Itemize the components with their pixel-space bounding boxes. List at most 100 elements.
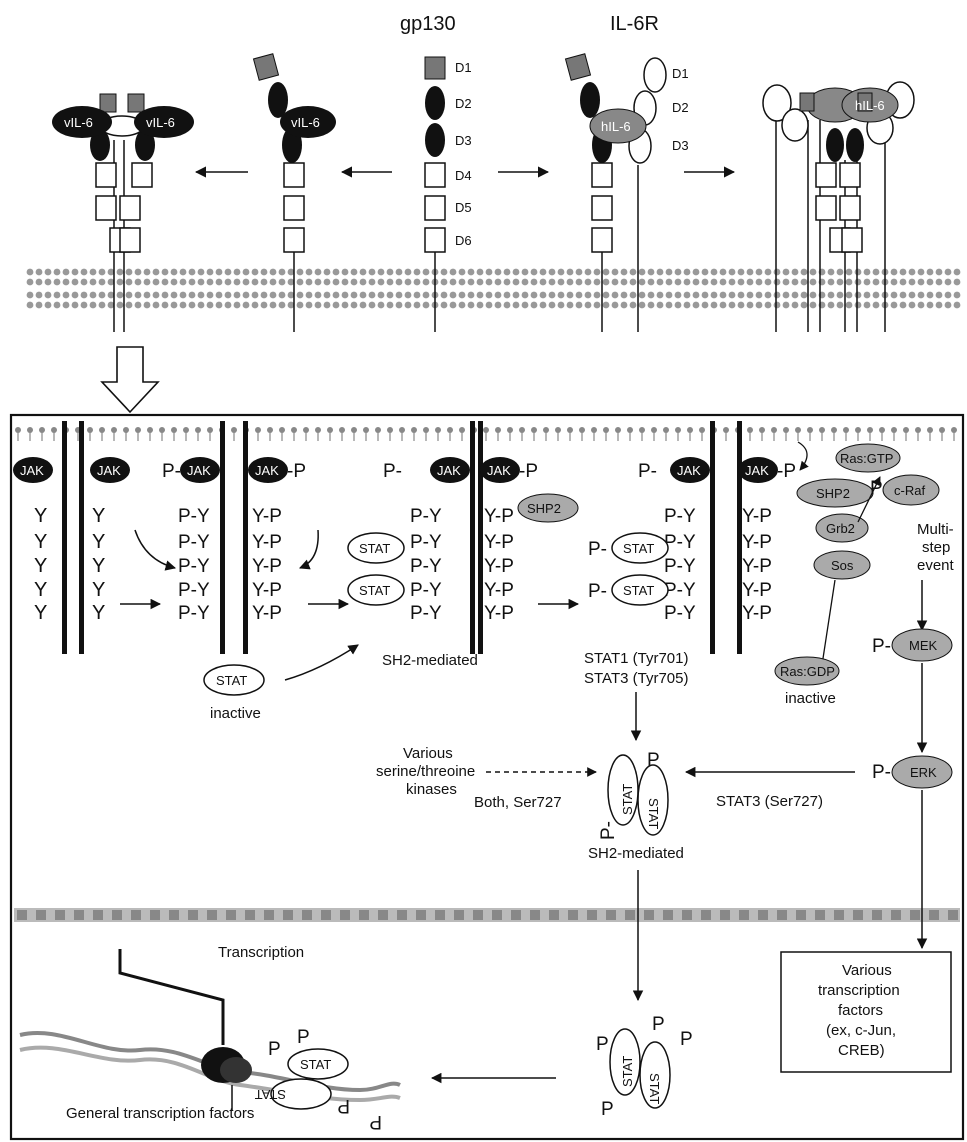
svg-text:Y-P: Y-P [484,556,514,577]
stat3-tyr-label: STAT3 (Tyr705) [584,670,688,687]
transcription-label: Transcription [218,944,304,961]
svg-text:Y: Y [34,505,47,527]
svg-text:P-Y: P-Y [410,580,442,601]
svg-text:P: P [652,1014,665,1035]
svg-text:P: P [601,1099,614,1120]
svg-text:P-Y: P-Y [664,532,696,553]
svg-text:P-: P- [598,821,619,840]
svg-text:STAT: STAT [359,541,390,556]
svg-text:D2: D2 [455,96,472,111]
svg-text:vIL-6: vIL-6 [64,115,93,130]
svg-text:JAK: JAK [437,463,461,478]
kinases-line1: Various [403,745,453,762]
svg-text:Ras:GDP: Ras:GDP [780,664,835,679]
svg-text:Y-P: Y-P [252,532,282,553]
svg-text:P-: P- [872,762,891,783]
svg-text:Y: Y [92,579,105,601]
svg-text:Y: Y [92,531,105,553]
svg-text:STAT: STAT [620,1056,635,1087]
svg-text:hIL-6: hIL-6 [855,98,885,113]
svg-text:Multi-: Multi- [917,521,954,538]
gp130-receptor: D1 D2 D3 D4 D5 D6 [425,57,472,332]
stat3-ser-label: STAT3 (Ser727) [716,793,823,810]
inactive-label: inactive [210,705,261,722]
svg-text:MEK: MEK [909,638,938,653]
svg-text:Y: Y [34,531,47,553]
svg-text:Various: Various [842,962,892,979]
kinases-line2: serine/threoine [376,763,475,780]
svg-text:Grb2: Grb2 [826,521,855,536]
nuclear-membrane [14,908,960,922]
svg-text:CREB): CREB) [838,1042,885,1059]
gp130-label: gp130 [400,13,456,35]
svg-text:inactive: inactive [785,690,836,707]
svg-text:transcription: transcription [818,982,900,999]
svg-text:Y-P: Y-P [252,506,282,527]
svg-text:Y-P: Y-P [742,580,772,601]
svg-text:P-Y: P-Y [178,603,210,624]
svg-text:P: P [297,1027,310,1048]
svg-text:JAK: JAK [677,463,701,478]
svg-text:event: event [917,557,955,574]
svg-text:P: P [337,1095,350,1116]
svg-text:P: P [647,750,660,771]
svg-text:Y-P: Y-P [484,580,514,601]
svg-text:P-Y: P-Y [178,506,210,527]
svg-text:step: step [922,539,950,556]
svg-text:Y: Y [34,602,47,624]
svg-text:P-Y: P-Y [664,506,696,527]
svg-text:P: P [680,1029,693,1050]
svg-text:P-Y: P-Y [178,580,210,601]
svg-text:Y-P: Y-P [484,603,514,624]
svg-text:P-Y: P-Y [410,556,442,577]
svg-text:-P: -P [777,461,796,482]
svg-text:Sos: Sos [831,558,854,573]
stat1-tyr-label: STAT1 (Tyr701) [584,650,688,667]
svg-text:Y: Y [34,555,47,577]
svg-text:STAT: STAT [623,541,654,556]
svg-text:P-Y: P-Y [664,603,696,624]
svg-text:Y-P: Y-P [484,506,514,527]
svg-text:P-: P- [872,636,891,657]
svg-text:JAK: JAK [187,463,211,478]
big-down-arrow [102,347,158,412]
svg-text:P: P [870,478,883,499]
svg-text:JAK: JAK [255,463,279,478]
svg-text:Y-P: Y-P [742,532,772,553]
svg-text:Y: Y [92,602,105,624]
svg-text:D6: D6 [455,233,472,248]
svg-text:-P: -P [287,461,306,482]
svg-text:P-Y: P-Y [410,506,442,527]
svg-text:P-Y: P-Y [178,532,210,553]
svg-text:P-Y: P-Y [410,603,442,624]
svg-text:SHP2: SHP2 [527,501,561,516]
svg-text:STAT: STAT [216,673,247,688]
svg-text:P-Y: P-Y [664,580,696,601]
svg-text:c-Raf: c-Raf [894,483,925,498]
svg-text:P-: P- [383,461,402,482]
svg-text:P: P [268,1039,281,1060]
svg-text:vIL-6: vIL-6 [291,115,320,130]
svg-text:Y-P: Y-P [252,556,282,577]
svg-text:factors: factors [838,1002,883,1019]
svg-text:JAK: JAK [745,463,769,478]
svg-text:Y-P: Y-P [742,603,772,624]
both-ser-label: Both, Ser727 [474,794,562,811]
svg-text:(ex, c-Jun,: (ex, c-Jun, [826,1022,896,1039]
svg-text:Y: Y [34,579,47,601]
svg-text:P-: P- [588,539,607,560]
svg-text:D1: D1 [672,66,689,81]
svg-text:Y-P: Y-P [252,603,282,624]
sh2-mediated-label-2: SH2-mediated [588,845,684,862]
svg-text:JAK: JAK [487,463,511,478]
svg-text:STAT: STAT [255,1087,286,1102]
svg-text:JAK: JAK [97,463,121,478]
svg-text:STAT: STAT [359,583,390,598]
svg-text:D1: D1 [455,60,472,75]
svg-text:P: P [369,1111,382,1132]
sh2-mediated-label-1: SH2-mediated [382,652,478,669]
svg-text:Y: Y [92,505,105,527]
svg-text:Y-P: Y-P [742,556,772,577]
svg-text:D3: D3 [455,133,472,148]
svg-text:STAT: STAT [647,1073,662,1104]
